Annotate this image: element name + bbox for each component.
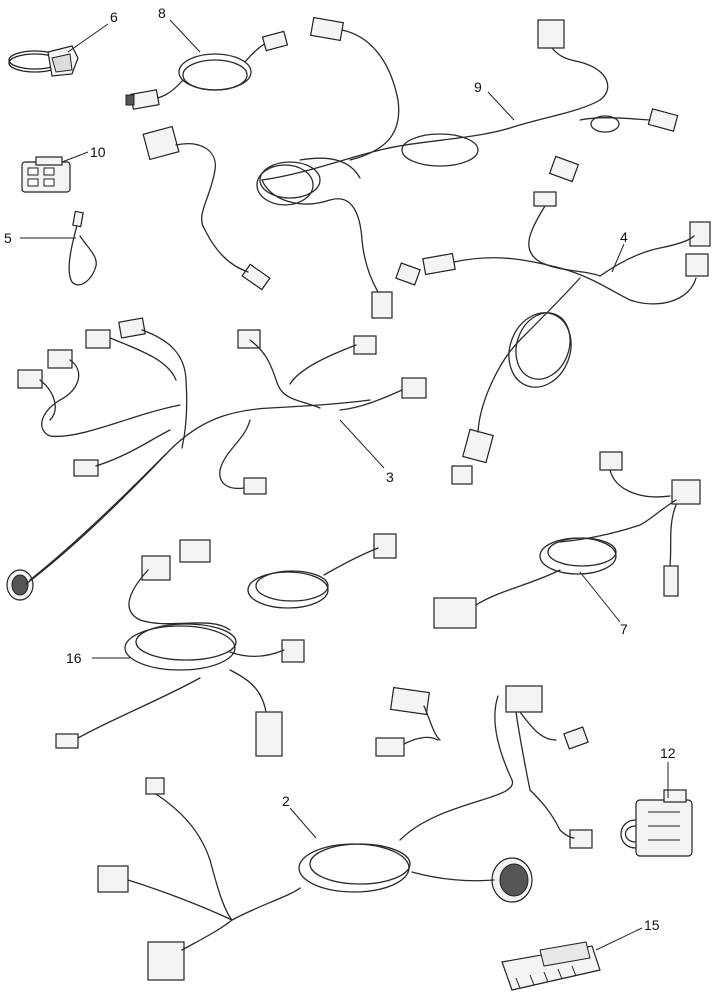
part-16-harness [55, 533, 397, 757]
part-4-harness [395, 155, 711, 485]
callout-5: 5 [4, 230, 12, 246]
part-8-harness [125, 30, 289, 110]
leader-2 [289, 807, 317, 839]
callout-2: 2 [282, 793, 290, 809]
part-9-harness [142, 16, 679, 319]
part-12-connector [620, 789, 693, 857]
leader-4 [611, 243, 625, 273]
callout-8: 8 [158, 5, 166, 21]
leader-9 [487, 91, 515, 121]
part-2-harness [97, 685, 593, 981]
leader-6 [67, 23, 109, 53]
callout-6: 6 [110, 9, 118, 25]
leader-10 [61, 151, 89, 163]
part-15-connector [501, 941, 601, 991]
callout-4: 4 [620, 229, 628, 245]
part-5-cable-tie [68, 210, 97, 286]
leader-7 [579, 571, 621, 623]
leader-15 [595, 927, 643, 951]
callout-16: 16 [66, 650, 82, 666]
part-10-connector [21, 156, 71, 193]
part-3-harness [6, 317, 427, 601]
callout-9: 9 [474, 79, 482, 95]
callout-10: 10 [90, 144, 106, 160]
leader-8 [169, 19, 201, 53]
part-6-strap-clip [8, 45, 79, 77]
leader-3 [339, 419, 385, 469]
callout-7: 7 [620, 621, 628, 637]
part-7-harness [433, 451, 701, 629]
callout-15: 15 [644, 917, 660, 933]
callout-12: 12 [660, 745, 676, 761]
callout-3: 3 [386, 469, 394, 485]
